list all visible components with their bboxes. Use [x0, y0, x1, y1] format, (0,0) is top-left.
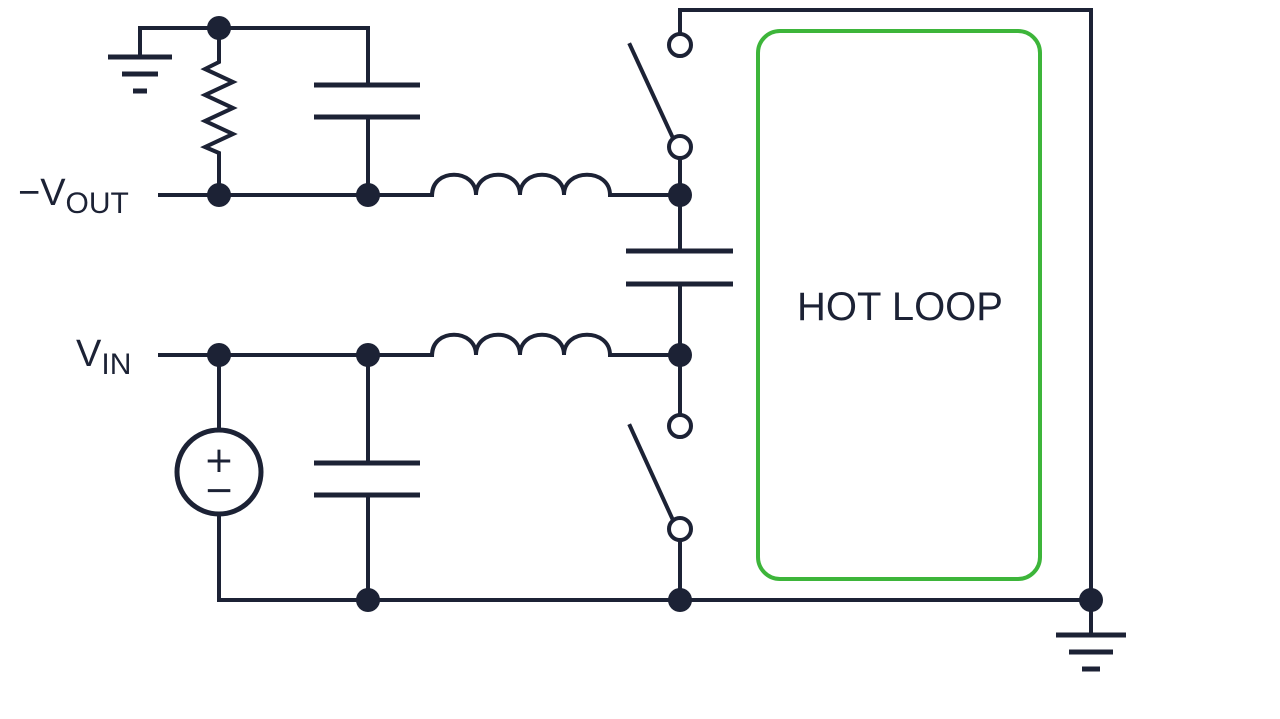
top-switch-terminal: [667, 134, 693, 160]
hot-loop-outline: [756, 29, 1042, 581]
input-inductor: [429, 332, 682, 358]
bottom-switch-blade: [627, 423, 675, 521]
vout-label: −VOUT: [18, 172, 129, 220]
junction-dot: [207, 183, 231, 207]
junction-dot: [668, 588, 692, 612]
hot-loop-label: HOT LOOP: [797, 285, 1003, 329]
source-minus-sign: −: [204, 470, 234, 511]
bottom-ground-icon: [1056, 632, 1126, 672]
top-ground-icon: [108, 54, 172, 94]
bottom-switch-terminal: [667, 413, 693, 439]
top-switch-terminal: [667, 32, 693, 58]
vin-label: VIN: [76, 333, 131, 381]
top-switch-blade: [627, 42, 675, 139]
output-inductor: [429, 172, 682, 198]
input-capacitor: [314, 353, 420, 602]
junction-dot: [356, 588, 380, 612]
output-capacitor: [314, 82, 420, 197]
load-resistor: [200, 26, 238, 197]
bottom-switch-terminal: [667, 516, 693, 542]
junction-dot: [356, 183, 380, 207]
source-plus-sign: +: [204, 440, 234, 481]
coupling-capacitor: [626, 193, 733, 357]
top-feedback-wire: [678, 8, 1093, 602]
top-ground-wire: [138, 26, 370, 85]
